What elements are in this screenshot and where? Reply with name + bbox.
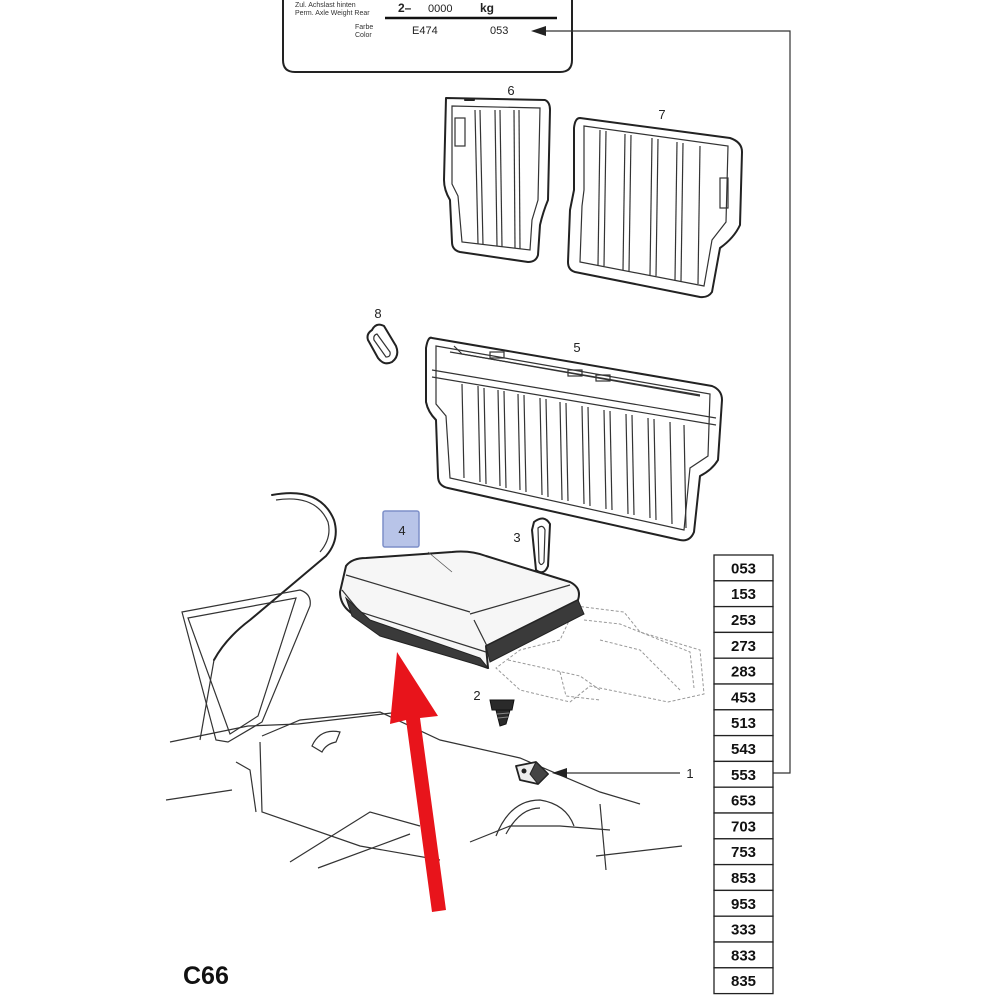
part-3-strap [531,517,551,574]
callout-6: 6 [507,83,514,98]
label-plate: Zul. Achslast hinten Perm. Axle Weight R… [282,0,573,73]
part-8-grommet [366,323,399,365]
red-pointer-arrow [390,652,446,912]
trim-code-cell [713,889,774,917]
weight-prefix: 2– [398,1,412,15]
trim-code-value: 853 [731,870,756,887]
trim-code-value: 835 [731,973,756,990]
callout-3: 3 [513,530,520,545]
part-5-backrest-frame [425,336,723,542]
trim-code-table: 053 153 253 273 283 453 513 543 553 653 703 753 853 9… [713,554,774,995]
trim-code-cell [713,605,774,634]
trim-code-cell [713,657,774,685]
leader-arrowhead [531,26,546,36]
callout-8: 8 [374,306,381,321]
part-7-backrest-right [567,117,743,299]
trim-code-value: 513 [731,715,756,732]
trim-code-value: 283 [731,664,756,681]
trim-code-value: 543 [731,741,756,758]
callout-1: 1 [686,766,693,781]
trim-code-cell [713,683,774,711]
trim-code-value: 253 [731,612,756,629]
cushion-front-edge [485,599,585,663]
callout-4-leader [427,551,453,573]
trim-code-cell [713,580,774,608]
part-2-screw [489,699,515,727]
trim-code-cell [713,915,774,943]
trim-code-value: 703 [731,818,756,835]
trim-code-cell [713,734,774,763]
trim-code-cell [713,941,774,969]
trim-code-cell [713,812,774,840]
trim-code-value: 333 [731,922,756,939]
part-4-seat-cushion [339,550,585,669]
paint-code: E474 [412,25,438,37]
trim-code-value: 453 [731,689,756,706]
trim-code-cell [713,631,774,659]
cushion-body [339,550,580,669]
trim-code-cell [713,709,774,737]
weight-value: 0000 [428,3,452,15]
callout-5: 5 [573,340,580,355]
axle-weight-label-de: Zul. Achslast hinten [295,2,356,9]
trim-code-value: 653 [731,793,756,810]
trim-code-value: 833 [731,947,756,964]
callout-4-highlight [382,510,420,548]
trim-code-value: 953 [731,896,756,913]
trim-code-value: 053 [731,560,756,577]
callout-4: 4 [398,523,405,538]
vehicle-body [165,492,683,871]
trim-code-cell [713,967,774,995]
trim-code-value: 553 [731,767,756,784]
trim-code-cell [713,760,774,788]
seat-frame-outline [495,605,705,703]
color-label-en: Color [355,32,372,39]
trim-code-value: 273 [731,638,756,655]
axle-weight-label-en: Perm. Axle Weight Rear [295,10,370,17]
trim-code-cell [713,863,774,892]
trim-code-value: 753 [731,844,756,861]
part-1-clip [515,761,680,785]
part-6-backrest-left [443,97,551,263]
trim-code-cell [713,786,774,814]
trim-code-value: 153 [731,586,756,603]
color-label-de: Farbe [355,24,373,31]
trim-code: 053 [490,25,508,37]
weight-unit: kg [480,1,494,15]
diagram-id: C66 [183,962,229,990]
callout-7: 7 [658,107,665,122]
cushion-side-edge [344,596,490,669]
callout-2: 2 [473,688,480,703]
